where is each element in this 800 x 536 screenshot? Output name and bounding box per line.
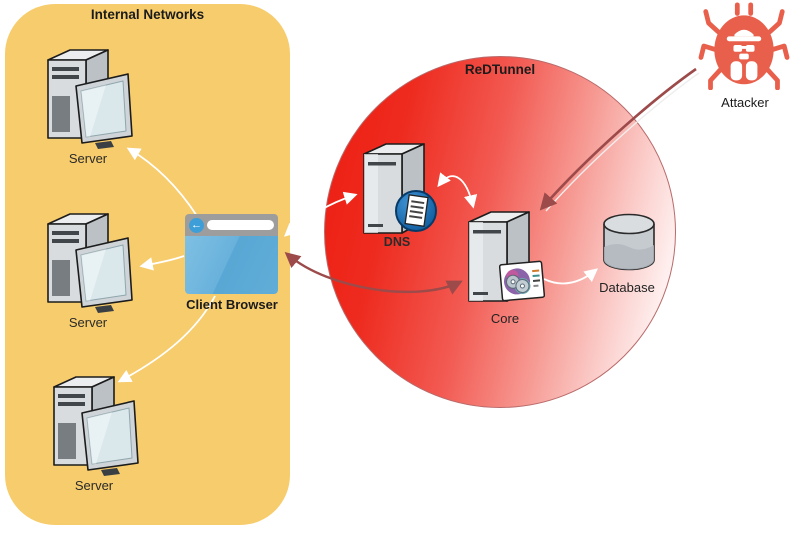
dns-label: DNS: [383, 235, 411, 249]
server-node-3: Server: [44, 373, 144, 493]
arrow-browser-to-server-3: [117, 295, 216, 383]
arrow-browser-core-two-way: [284, 251, 463, 295]
spy-bug-icon: [698, 2, 790, 94]
internal-networks-title: Internal Networks: [90, 7, 205, 22]
dns-node: [358, 141, 430, 241]
arrow-browser-to-server-2: [139, 255, 185, 271]
dns-server-icon: [358, 143, 430, 240]
core-label: Core: [490, 311, 520, 326]
browser-viewport: [185, 236, 278, 294]
server-label: Server: [68, 151, 108, 166]
address-bar: [207, 220, 274, 230]
arrow-browser-to-server-1: [126, 147, 198, 217]
core-disc-card-icon: [498, 258, 546, 309]
client-browser-label: Client Browser: [186, 297, 278, 312]
attacker-node: [698, 2, 790, 95]
server-label: Server: [68, 315, 108, 330]
server-icon: [38, 210, 138, 314]
arrow-dns-core-two-way: [437, 172, 478, 209]
core-node: [463, 209, 535, 309]
arrow-browser-dns-two-way: [283, 191, 358, 237]
server-icon: [44, 373, 144, 477]
server-node-2: Server: [38, 210, 138, 330]
database-label: Database: [599, 280, 655, 295]
arrow-core-to-database: [543, 268, 599, 285]
server-icon: [38, 46, 138, 150]
redtunnel-title: ReDTunnel: [464, 62, 536, 77]
core-server-icon: [463, 211, 535, 308]
database-cylinder-icon: [600, 213, 658, 277]
client-browser-node: ←: [185, 214, 278, 294]
server-node-1: Server: [38, 46, 138, 166]
arrow-attacker-highlight: [545, 72, 700, 212]
attacker-label: Attacker: [721, 95, 769, 110]
arrow-attacker-to-core: [539, 67, 697, 211]
back-arrow-icon: ←: [189, 217, 204, 233]
dns-document-badge-icon: [394, 189, 438, 238]
database-node: [600, 211, 658, 278]
browser-toolbar: ←: [185, 214, 278, 236]
server-label: Server: [74, 478, 114, 493]
